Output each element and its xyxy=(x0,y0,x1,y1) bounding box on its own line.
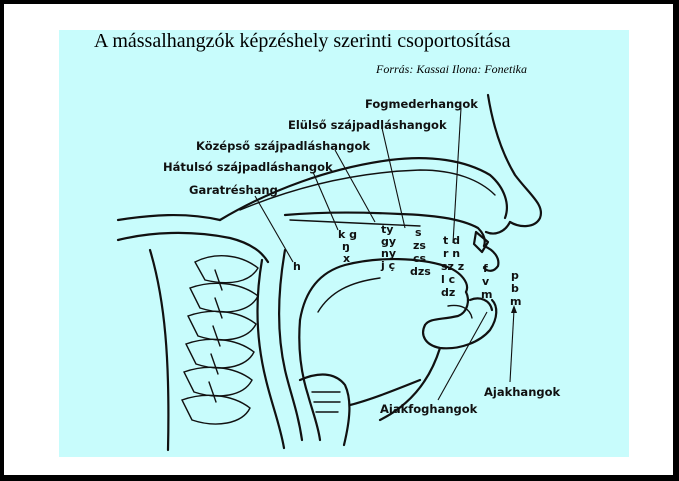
sound-h: h xyxy=(293,260,301,273)
sound-postalveolar-3: cs xyxy=(413,252,427,265)
page-title: A mássalhangzók képzéshely szerinti csop… xyxy=(94,30,511,52)
sound-velar-1: k g xyxy=(338,228,357,241)
diagram-panel: A mássalhangzók képzéshely szerinti csop… xyxy=(59,30,629,457)
bilabial-sounds: p b m xyxy=(510,269,521,308)
label-ajakhangok: Ajakhangok xyxy=(484,385,561,399)
sound-bilabial-3: m xyxy=(510,295,521,308)
pointer-ajakhangok xyxy=(509,309,515,383)
velar-sounds: k g ŋ x xyxy=(338,228,357,265)
head-profile-drawing xyxy=(116,93,543,452)
sound-velar-2: ŋ xyxy=(342,240,350,253)
sound-palatal-1: ty xyxy=(381,223,393,236)
sound-alveolar-2: r n xyxy=(443,247,460,260)
alveolar-sounds: t d r n sz z l c dz xyxy=(441,234,464,299)
sound-postalveolar-2: zs xyxy=(413,239,426,252)
sound-postalveolar-1: s xyxy=(415,226,422,239)
palatal-sounds: ty gy ny j ç xyxy=(380,223,396,272)
label-hatulso-szajpadlashangok: Hátulsó szájpadláshangok xyxy=(163,160,333,174)
sound-labiodental-1: f xyxy=(483,262,488,275)
pointer-elulso xyxy=(381,127,406,229)
label-pointer-lines xyxy=(254,107,517,401)
sound-alveolar-3: sz z xyxy=(441,260,464,273)
postalveolar-sounds: s zs cs dzs xyxy=(410,226,431,278)
label-fogmederhangok: Fogmederhangok xyxy=(365,97,478,111)
source-citation: Forrás: Kassai Ilona: Fonetika xyxy=(376,62,527,76)
pointer-hatulso xyxy=(312,171,339,231)
sound-labiodental-2: v xyxy=(482,275,490,288)
sound-labiodental-3: m xyxy=(481,288,492,301)
sound-bilabial-1: p xyxy=(511,269,519,282)
sound-palatal-3: ny xyxy=(381,247,396,260)
pointer-garatres xyxy=(254,195,294,263)
slide-frame: A mássalhangzók képzéshely szerinti csop… xyxy=(4,4,673,475)
labiodental-sounds: f v m xyxy=(481,262,492,301)
pointer-fogmeder xyxy=(452,107,462,244)
sound-alveolar-5: dz xyxy=(441,286,455,299)
pointer-ajakfog xyxy=(437,311,488,401)
sound-alveolar-1: t d xyxy=(443,234,460,247)
sound-bilabial-2: b xyxy=(511,282,519,295)
label-elulso-szajpadlashangok: Elülső szájpadláshangok xyxy=(288,118,447,132)
pointer-kozepso xyxy=(334,149,376,223)
label-ajakfoghangok: Ajakfoghangok xyxy=(380,402,478,416)
sound-palatal-4: j ç xyxy=(380,259,395,272)
sound-postalveolar-4: dzs xyxy=(410,265,431,278)
sound-velar-3: x xyxy=(343,252,350,265)
label-kozepso-szajpadlashangok: Középső szájpadláshangok xyxy=(196,139,370,153)
label-garatreshang: Garatréshang xyxy=(189,183,278,197)
sound-alveolar-4: l c xyxy=(441,273,455,286)
sound-palatal-2: gy xyxy=(381,235,396,248)
